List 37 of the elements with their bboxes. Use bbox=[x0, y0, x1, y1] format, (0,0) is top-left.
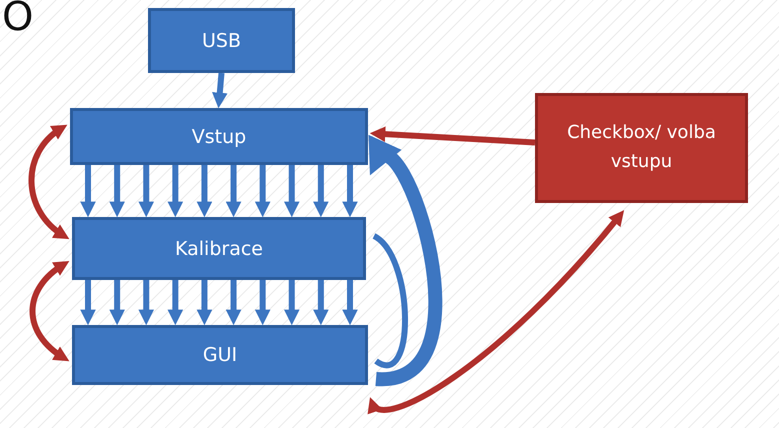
arrow bbox=[212, 72, 228, 108]
arrow bbox=[168, 165, 184, 218]
arrow bbox=[168, 280, 184, 326]
arrow bbox=[254, 165, 270, 218]
curved-connector bbox=[372, 234, 408, 368]
arrow bbox=[80, 280, 96, 326]
box-label: Vstup bbox=[190, 126, 248, 148]
arrow bbox=[226, 165, 242, 218]
arrow bbox=[313, 165, 329, 218]
process-box bbox=[70, 108, 368, 165]
box-label: USB bbox=[200, 30, 242, 52]
arrow bbox=[254, 280, 270, 326]
arrow bbox=[226, 280, 242, 326]
arrow bbox=[109, 165, 125, 218]
arrow bbox=[284, 165, 300, 218]
arrow bbox=[313, 280, 329, 326]
arrow bbox=[342, 165, 358, 218]
arrow bbox=[284, 280, 300, 326]
arrow bbox=[342, 280, 358, 326]
arrow bbox=[28, 124, 70, 240]
arrow bbox=[138, 165, 154, 218]
arrow bbox=[196, 165, 212, 218]
box-label: Checkbox/ volba vstupu bbox=[566, 121, 717, 174]
process-box bbox=[72, 325, 368, 385]
arrow bbox=[196, 280, 212, 326]
arrow bbox=[109, 280, 125, 326]
box-label: GUI bbox=[202, 344, 238, 366]
arrow bbox=[138, 280, 154, 326]
arrow bbox=[368, 210, 624, 416]
arrow bbox=[80, 165, 96, 218]
arrow bbox=[30, 260, 70, 362]
panel-letter: O bbox=[2, 0, 34, 40]
process-box bbox=[148, 8, 295, 73]
arrow bbox=[370, 126, 536, 146]
box-label: Kalibrace bbox=[174, 238, 264, 260]
process-box bbox=[72, 217, 366, 280]
process-box bbox=[535, 93, 748, 203]
